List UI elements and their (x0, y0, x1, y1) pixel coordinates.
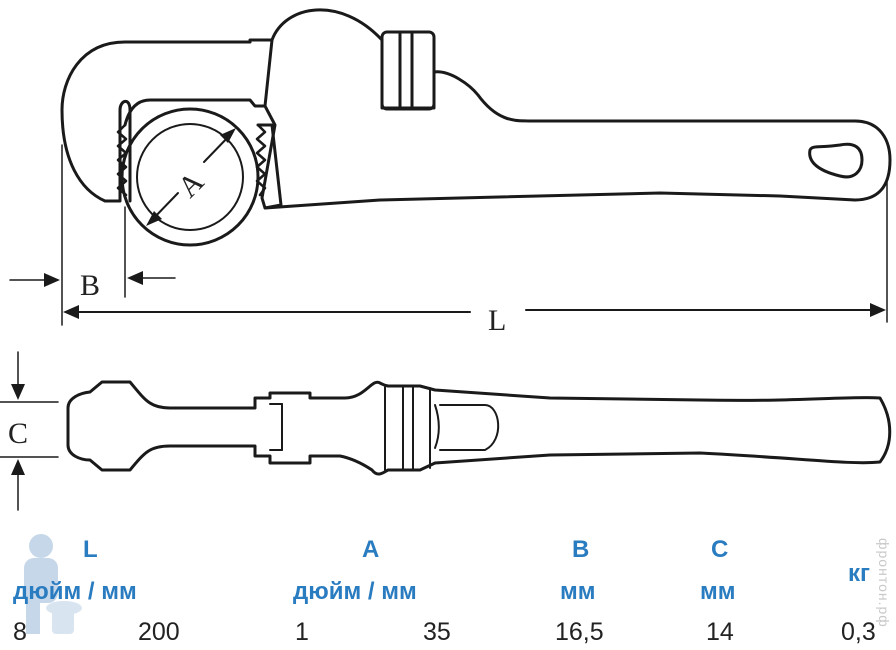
dim-label-b: B (80, 269, 100, 302)
col-c-unit: мм (700, 578, 736, 605)
dim-label-a: A (172, 165, 211, 204)
b-arrow-right (127, 271, 143, 285)
plumber-mascot-logo (24, 534, 82, 634)
c-arrow-bottom (11, 459, 25, 475)
pipe-wrench-drawing: A B L C (0, 8, 892, 511)
jaw-inner (123, 98, 267, 127)
movable-jaw (256, 123, 283, 210)
l-arrow-left (63, 305, 79, 319)
col-a-unit: дюйм / мм (293, 578, 417, 605)
col-a-inch-value: 1 (295, 618, 309, 646)
pipe-inner (136, 123, 244, 231)
col-c-value: 14 (706, 618, 734, 646)
col-b-unit: мм (560, 578, 596, 605)
watermark: фронтон.рф (876, 538, 892, 628)
l-arrow-right (870, 303, 886, 317)
col-b-value: 16,5 (555, 618, 604, 646)
wrench-top-view (66, 380, 892, 476)
col-b-letter: B (572, 536, 590, 563)
col-l-letter: L (83, 536, 98, 563)
a-arrow-top (220, 128, 236, 143)
a-arrow-bottom (146, 211, 162, 226)
movable-jaw-teeth (255, 123, 267, 197)
dim-label-l: L (488, 304, 506, 337)
col-weight-unit: кг (848, 560, 871, 587)
c-arrow-top (11, 384, 25, 400)
adjusting-nut (380, 30, 436, 111)
col-c-letter: C (711, 536, 729, 563)
housing (260, 8, 892, 210)
col-l-mm-value: 200 (138, 618, 180, 646)
hook-jaw (60, 40, 252, 203)
pipe-outer (120, 107, 260, 247)
col-l-inch-value: 8 (13, 618, 27, 646)
col-weight-value: 0,3 (841, 618, 876, 646)
dim-label-c: C (8, 417, 28, 450)
jaw-top-step (248, 38, 274, 44)
col-a-mm-value: 35 (423, 618, 451, 646)
hang-hole (808, 142, 864, 179)
b-arrow-left (44, 273, 60, 287)
col-a-letter: A (362, 536, 380, 563)
col-l-unit: дюйм / мм (13, 578, 137, 605)
